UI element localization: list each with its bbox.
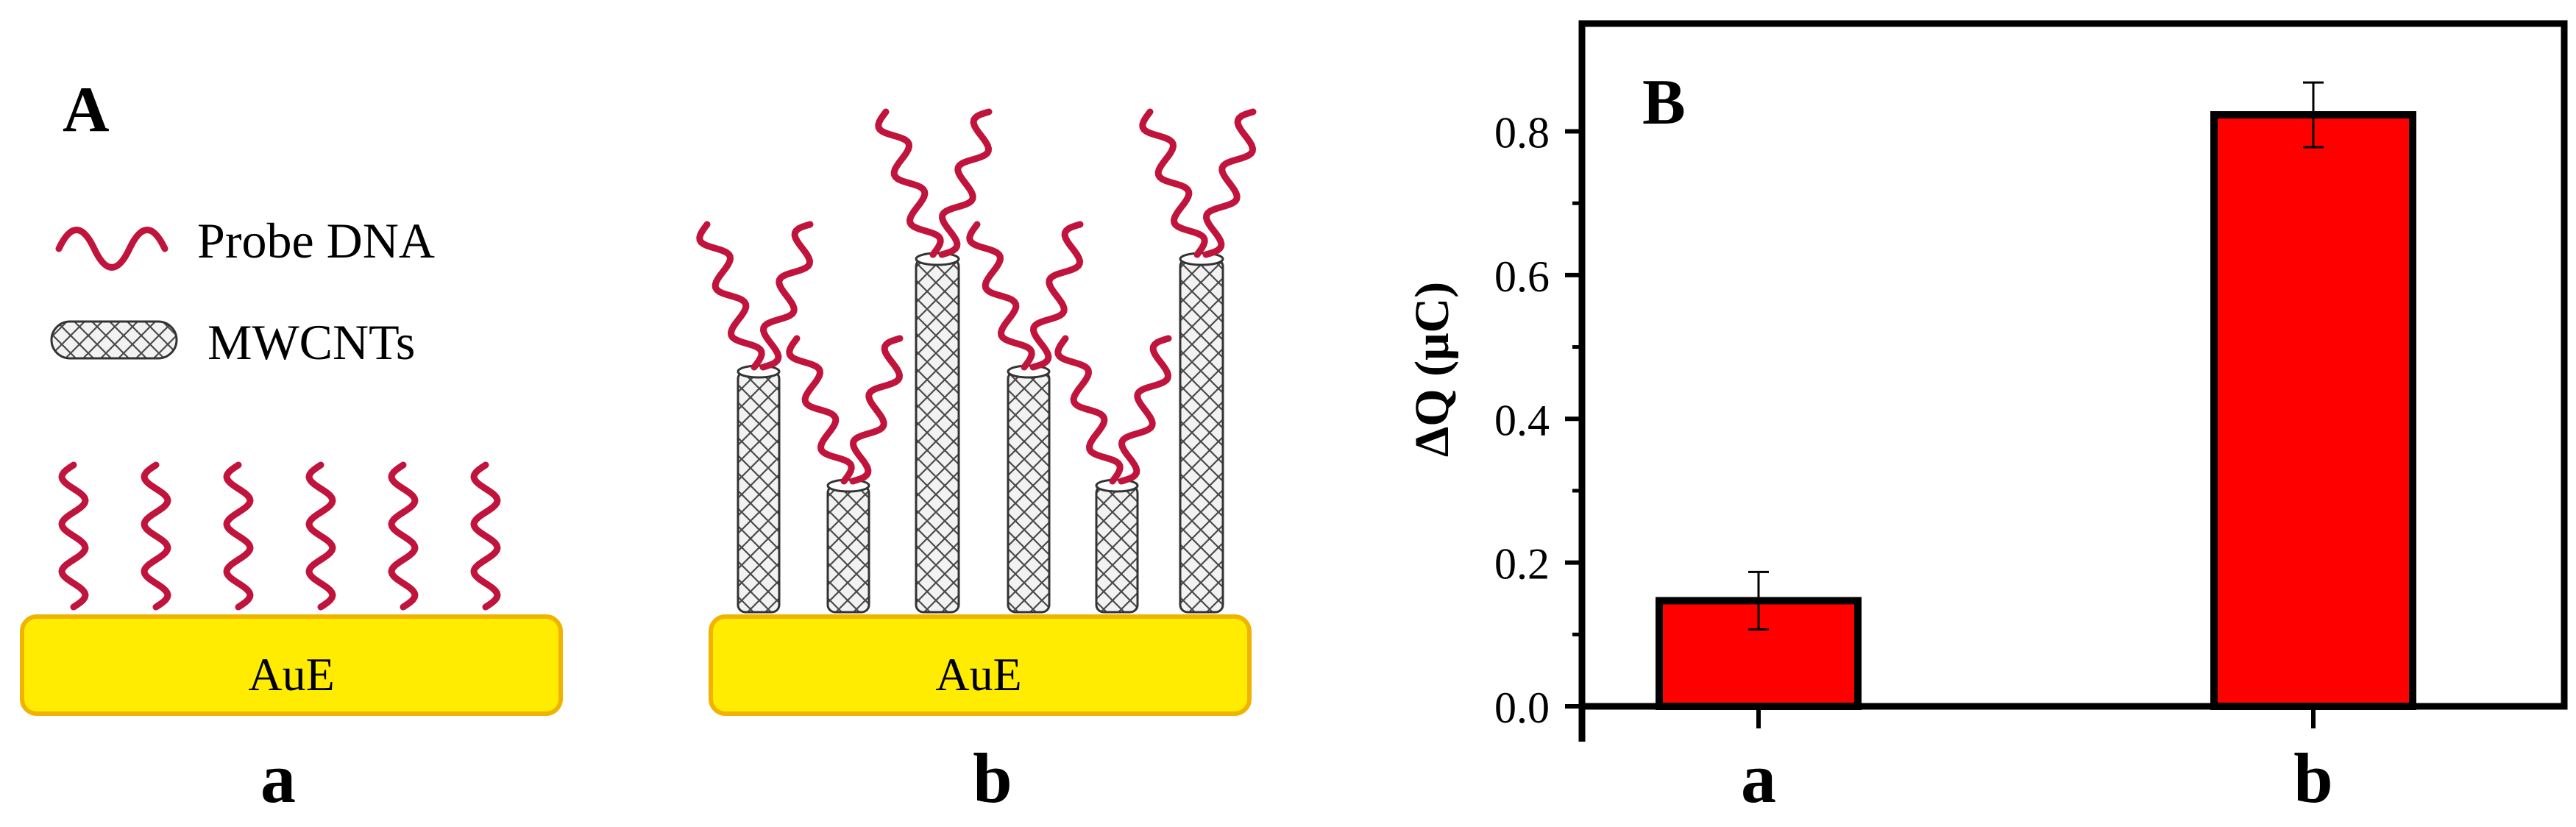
probe-dna-a-1 — [58, 461, 89, 611]
electrode-a-label: AuE — [248, 648, 334, 700]
probe-dna-b-7 — [966, 221, 1035, 371]
y-tick-label-4: 0.8 — [1494, 109, 1550, 157]
legend: Probe DNA MWCNTs — [50, 213, 435, 370]
probe-dna-b-5 — [875, 108, 944, 258]
nanotube-cap-5 — [1095, 478, 1139, 493]
legend-probe-label: Probe DNA — [197, 213, 435, 269]
probe-dna-a-3 — [223, 461, 254, 611]
x-tick-label-b: b — [2293, 739, 2332, 817]
electrode-b-label: AuE — [935, 648, 1021, 700]
plot-frame — [1578, 20, 2568, 710]
panel-a-letter: A — [63, 74, 110, 146]
nanotube-cap-1 — [737, 364, 781, 379]
nanotube-2 — [826, 484, 870, 614]
nanotube-cap-4 — [1007, 364, 1051, 379]
electrode-a — [20, 614, 563, 716]
probe-dna-b-12 — [1202, 108, 1257, 258]
nanotube-6 — [1179, 258, 1224, 614]
legend-cnt-label: MWCNTs — [207, 314, 415, 370]
probe-dna-b-1 — [696, 221, 765, 371]
probe-dna-b-3 — [786, 335, 855, 485]
panel-a: A Probe DNA MWCNTs AuE a AuE b — [20, 74, 1257, 817]
y-tick-label-1: 0.2 — [1494, 540, 1550, 589]
probe-dna-b-6 — [938, 108, 993, 258]
probe-dna-b-8 — [1029, 221, 1084, 371]
y-tick-label-0: 0.0 — [1494, 684, 1550, 732]
probe-dna-a-6 — [470, 461, 501, 611]
nanotube-cap-3 — [915, 252, 960, 266]
nanotube-5 — [1095, 484, 1139, 614]
nanotube-cap-6 — [1179, 252, 1224, 266]
panel-b-letter: B — [1642, 67, 1686, 138]
sublabel-b: b — [973, 739, 1012, 817]
y-tick-label-3: 0.6 — [1494, 252, 1550, 301]
legend-nanotube-icon — [50, 320, 178, 360]
legend-dna-icon — [55, 227, 168, 271]
y-axis-label: ΔQ (μC) — [1405, 282, 1459, 457]
probe-dna-a-2 — [141, 461, 171, 611]
probe-dna-b-11 — [1139, 108, 1208, 258]
y-tick-label-2: 0.4 — [1494, 396, 1550, 444]
sublabel-a: a — [260, 739, 296, 817]
nanotube-3 — [915, 258, 960, 614]
probe-dna-a-4 — [305, 461, 336, 611]
bars — [1656, 81, 2416, 711]
electrode-b-nanotubes — [737, 252, 1224, 614]
probe-dna-b-10 — [1118, 335, 1172, 485]
nanotube-cap-2 — [826, 478, 870, 493]
electrode-a-probes — [58, 461, 501, 611]
y-axis-ticks: 0.0 0.2 0.4 0.6 0.8 — [1494, 109, 1582, 732]
probe-dna-b-4 — [849, 335, 904, 485]
nanotube-4 — [1007, 370, 1051, 614]
electrode-b-probes — [696, 108, 1257, 485]
probe-dna-b-9 — [1054, 335, 1124, 485]
electrode-b — [709, 614, 1252, 716]
error-bar-b — [2303, 81, 2324, 149]
nanotube-1 — [737, 370, 781, 614]
x-tick-label-a: a — [1741, 739, 1776, 817]
error-bar-a — [1748, 570, 1769, 631]
probe-dna-a-5 — [388, 461, 419, 611]
probe-dna-b-2 — [759, 221, 814, 371]
bar-b — [2210, 111, 2416, 710]
